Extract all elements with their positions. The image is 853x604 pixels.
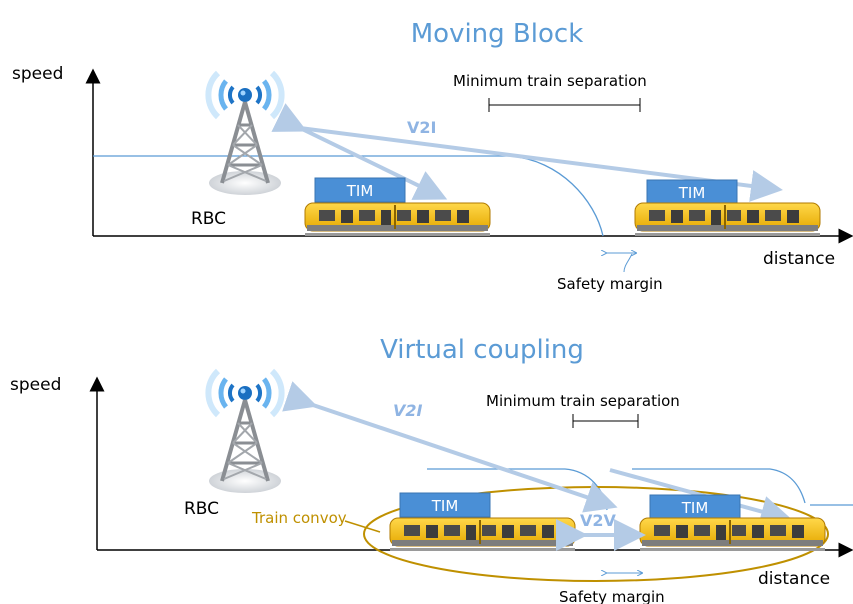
v2i-arrow-train-1 xyxy=(282,381,618,513)
tim-label: TIM xyxy=(346,182,374,200)
x-axis-label: distance xyxy=(758,569,830,589)
moving-block-panel: Moving Block speed distance Minimum trai… xyxy=(12,19,853,293)
v2i-arrow-train-2 xyxy=(299,126,783,202)
panel-title: Virtual coupling xyxy=(380,335,584,365)
v2i-arrow-train-1 xyxy=(271,103,448,200)
v2i-label: V2I xyxy=(407,118,436,137)
safety-margin-label: Safety margin xyxy=(559,588,665,604)
braking-curve xyxy=(632,468,806,504)
v2v-label: V2V xyxy=(580,511,617,530)
tim-box xyxy=(399,492,491,518)
rbc-label: RBC xyxy=(184,499,219,519)
convoy-label: Train convoy xyxy=(251,509,347,527)
panel-title: Moving Block xyxy=(411,19,584,49)
safety-margin-label: Safety margin xyxy=(557,275,663,293)
virtual-coupling-panel: Virtual coupling speed distance Minimum … xyxy=(10,335,853,604)
y-axis-label: speed xyxy=(12,64,63,84)
x-axis-label: distance xyxy=(763,249,835,269)
train-icon xyxy=(389,517,576,552)
v2i-label: V2I xyxy=(393,401,423,420)
tim-label: TIM xyxy=(678,184,706,202)
radio-tower-icon xyxy=(208,73,281,195)
radio-tower-icon xyxy=(208,371,281,493)
v2i-arrow-train-2 xyxy=(609,468,793,528)
train-icon xyxy=(639,517,826,552)
y-axis-label: speed xyxy=(10,375,61,395)
min-separation-label: Minimum train separation xyxy=(486,392,680,410)
tim-label: TIM xyxy=(431,497,459,515)
train-icon xyxy=(634,202,821,237)
tim-label: TIM xyxy=(681,499,709,517)
train-icon xyxy=(304,202,491,237)
rbc-label: RBC xyxy=(191,209,226,229)
min-separation-label: Minimum train separation xyxy=(453,72,647,90)
tim-box xyxy=(314,177,406,203)
